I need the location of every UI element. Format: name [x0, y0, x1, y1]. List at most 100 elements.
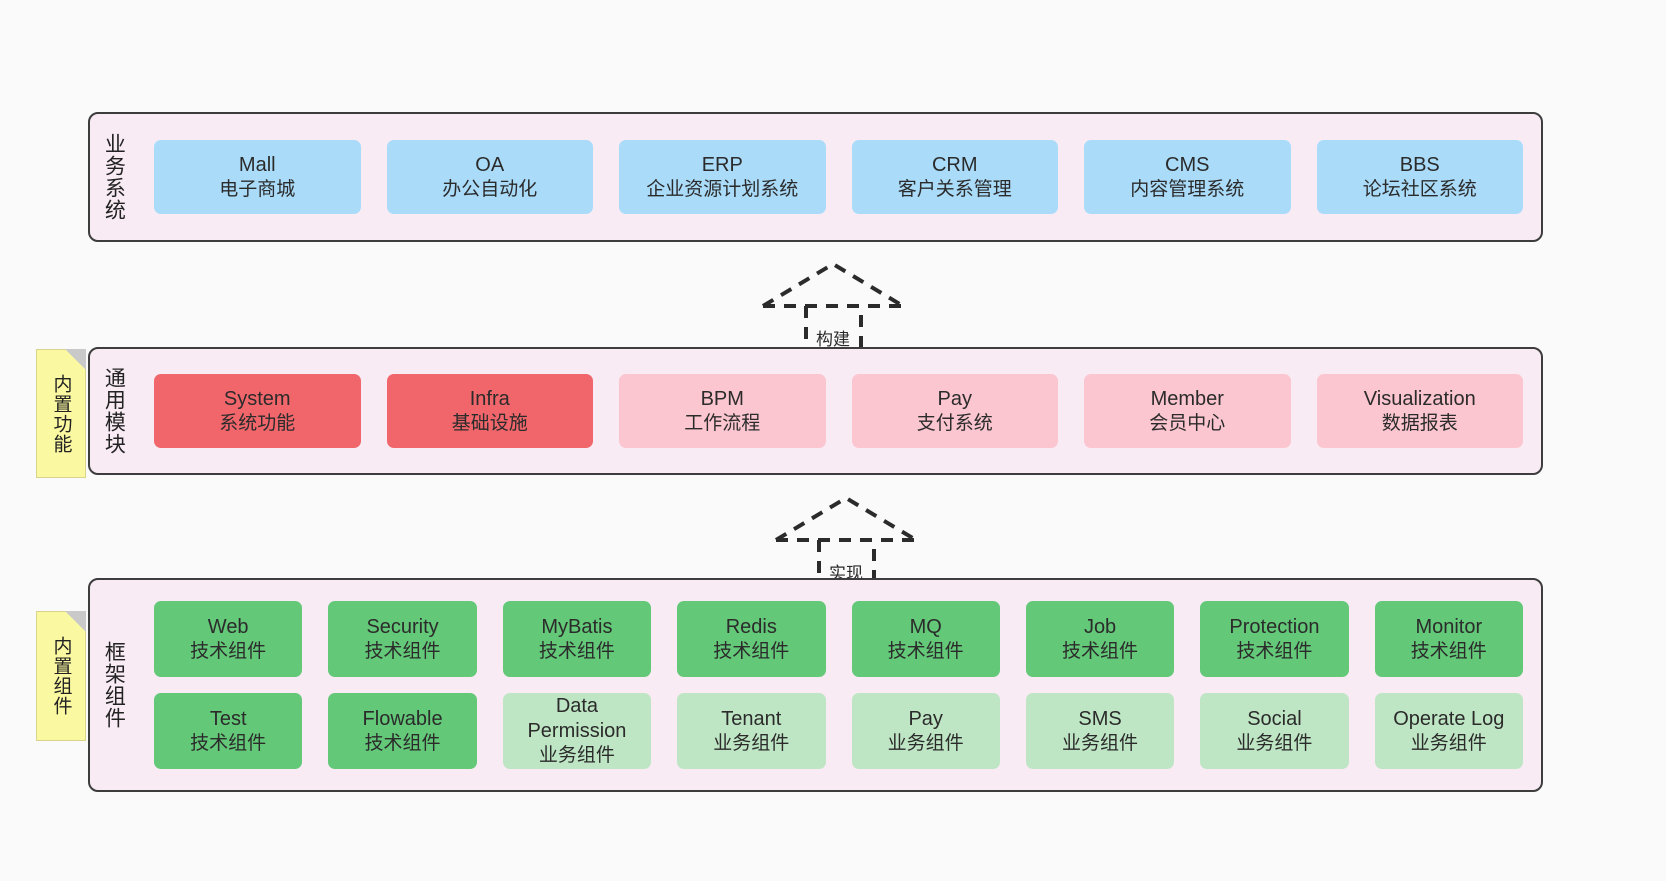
card-pay-module[interactable]: Pay 支付系统 [851, 374, 1058, 448]
card-subtitle: 业务组件 [1236, 732, 1313, 754]
card-test[interactable]: Test 技术组件 [154, 693, 303, 769]
card-subtitle: 技术组件 [887, 640, 964, 662]
band-label-common-modules: 通用模块 [102, 367, 126, 455]
card-subtitle: 技术组件 [364, 640, 441, 662]
card-subtitle: 数据报表 [1381, 412, 1458, 434]
card-title: Operate Log [1393, 707, 1505, 730]
card-subtitle: 基础设施 [451, 412, 528, 434]
card-title: Web [207, 615, 249, 638]
card-mq[interactable]: MQ 技术组件 [851, 601, 1000, 677]
business-systems-row: Mall 电子商城 OA 办公自动化 ERP 企业资源计划系统 CRM 客户关系… [154, 140, 1523, 214]
card-title: BPM [700, 387, 744, 410]
card-visualization[interactable]: Visualization 数据报表 [1316, 374, 1523, 448]
card-title: Job [1083, 615, 1117, 638]
card-redis[interactable]: Redis 技术组件 [677, 601, 826, 677]
card-subtitle: 客户关系管理 [897, 178, 1012, 200]
card-cms[interactable]: CMS 内容管理系统 [1084, 140, 1291, 214]
card-web[interactable]: Web 技术组件 [154, 601, 303, 677]
card-subtitle: 技术组件 [713, 640, 790, 662]
card-title: Pay [937, 387, 972, 410]
card-crm[interactable]: CRM 客户关系管理 [851, 140, 1058, 214]
card-subtitle: 业务组件 [1410, 732, 1487, 754]
card-subtitle: 工作流程 [684, 412, 761, 434]
band-body-framework-components: Web 技术组件 Security 技术组件 MyBatis 技术组件 Redi… [136, 580, 1541, 790]
card-security[interactable]: Security 技术组件 [328, 601, 477, 677]
card-subtitle: 技术组件 [1062, 640, 1139, 662]
card-subtitle: 办公自动化 [442, 178, 538, 200]
card-erp[interactable]: ERP 企业资源计划系统 [619, 140, 826, 214]
card-pay-component[interactable]: Pay 业务组件 [851, 693, 1000, 769]
card-title: Security [366, 615, 439, 638]
card-system[interactable]: System 系统功能 [154, 374, 361, 448]
card-title: Protection [1229, 615, 1320, 638]
framework-components-row-1: Web 技术组件 Security 技术组件 MyBatis 技术组件 Redi… [154, 601, 1523, 677]
band-label-business-systems: 业务系统 [102, 133, 126, 221]
card-oa[interactable]: OA 办公自动化 [386, 140, 593, 214]
card-title: Tenant [721, 707, 782, 730]
band-framework-components: 框架组件 Web 技术组件 Security 技术组件 MyBatis 技术组件… [88, 578, 1543, 792]
card-title: Test [209, 707, 247, 730]
card-subtitle: 内容管理系统 [1130, 178, 1245, 200]
connector-build: 构建 [757, 258, 909, 358]
card-infra[interactable]: Infra 基础设施 [386, 374, 593, 448]
card-title: Social [1247, 707, 1302, 730]
card-subtitle: 企业资源计划系统 [646, 178, 799, 200]
card-title: Data [555, 695, 599, 718]
card-subtitle: 技术组件 [1236, 640, 1313, 662]
card-social[interactable]: Social 业务组件 [1200, 693, 1349, 769]
sticky-note-builtin-components: 内置组件 [36, 611, 86, 741]
card-title: MQ [909, 615, 942, 638]
card-member[interactable]: Member 会员中心 [1084, 374, 1291, 448]
card-title: Visualization [1363, 387, 1476, 410]
card-title: Infra [469, 387, 510, 410]
card-subtitle: 业务组件 [887, 732, 964, 754]
card-subtitle: 业务组件 [1062, 732, 1139, 754]
card-title: Pay [908, 707, 943, 730]
band-body-common-modules: System 系统功能 Infra 基础设施 BPM 工作流程 Pay 支付系统… [136, 349, 1541, 473]
card-subtitle: 技术组件 [1410, 640, 1487, 662]
card-title: CRM [931, 153, 978, 176]
card-operate-log[interactable]: Operate Log 业务组件 [1374, 693, 1523, 769]
sticky-note-builtin-features: 内置功能 [36, 349, 86, 478]
band-common-modules: 通用模块 System 系统功能 Infra 基础设施 BPM 工作流程 Pay… [88, 347, 1543, 475]
card-subtitle: 论坛社区系统 [1362, 178, 1477, 200]
card-title: Flowable [362, 707, 443, 730]
card-title: Mall [238, 153, 276, 176]
card-bpm[interactable]: BPM 工作流程 [619, 374, 826, 448]
card-data-permission[interactable]: Data Permission 业务组件 [502, 693, 652, 769]
card-subtitle: 系统功能 [219, 412, 296, 434]
card-subtitle: 业务组件 [713, 732, 790, 754]
card-subtitle: 技术组件 [190, 732, 267, 754]
card-flowable[interactable]: Flowable 技术组件 [328, 693, 477, 769]
card-title: SMS [1078, 707, 1122, 730]
card-title: CMS [1165, 153, 1210, 176]
card-subtitle: 技术组件 [538, 640, 615, 662]
card-title: ERP [701, 153, 743, 176]
card-mybatis[interactable]: MyBatis 技术组件 [502, 601, 652, 677]
band-label-framework-components: 框架组件 [102, 641, 126, 729]
band-body-business-systems: Mall 电子商城 OA 办公自动化 ERP 企业资源计划系统 CRM 客户关系… [136, 114, 1541, 240]
card-subtitle: 技术组件 [364, 732, 441, 754]
card-tenant[interactable]: Tenant 业务组件 [677, 693, 826, 769]
card-monitor[interactable]: Monitor 技术组件 [1374, 601, 1523, 677]
card-mall[interactable]: Mall 电子商城 [154, 140, 361, 214]
card-sms[interactable]: SMS 业务组件 [1025, 693, 1175, 769]
card-bbs[interactable]: BBS 论坛社区系统 [1316, 140, 1523, 214]
card-subtitle: 技术组件 [190, 640, 267, 662]
card-title: Member [1150, 387, 1224, 410]
card-job[interactable]: Job 技术组件 [1025, 601, 1175, 677]
card-title: System [223, 387, 291, 410]
card-title: OA [475, 153, 505, 176]
common-modules-row: System 系统功能 Infra 基础设施 BPM 工作流程 Pay 支付系统… [154, 374, 1523, 448]
card-title: MyBatis [541, 615, 613, 638]
card-subtitle: 电子商城 [219, 178, 296, 200]
card-protection[interactable]: Protection 技术组件 [1200, 601, 1349, 677]
connector-label-build: 构建 [816, 330, 850, 349]
card-title: Monitor [1415, 615, 1483, 638]
card-title: BBS [1399, 153, 1440, 176]
card-subtitle: 业务组件 [538, 745, 615, 767]
card-title: Redis [725, 615, 777, 638]
card-subtitle: 支付系统 [916, 412, 993, 434]
framework-components-row-2: Test 技术组件 Flowable 技术组件 Data Permission … [154, 693, 1523, 769]
